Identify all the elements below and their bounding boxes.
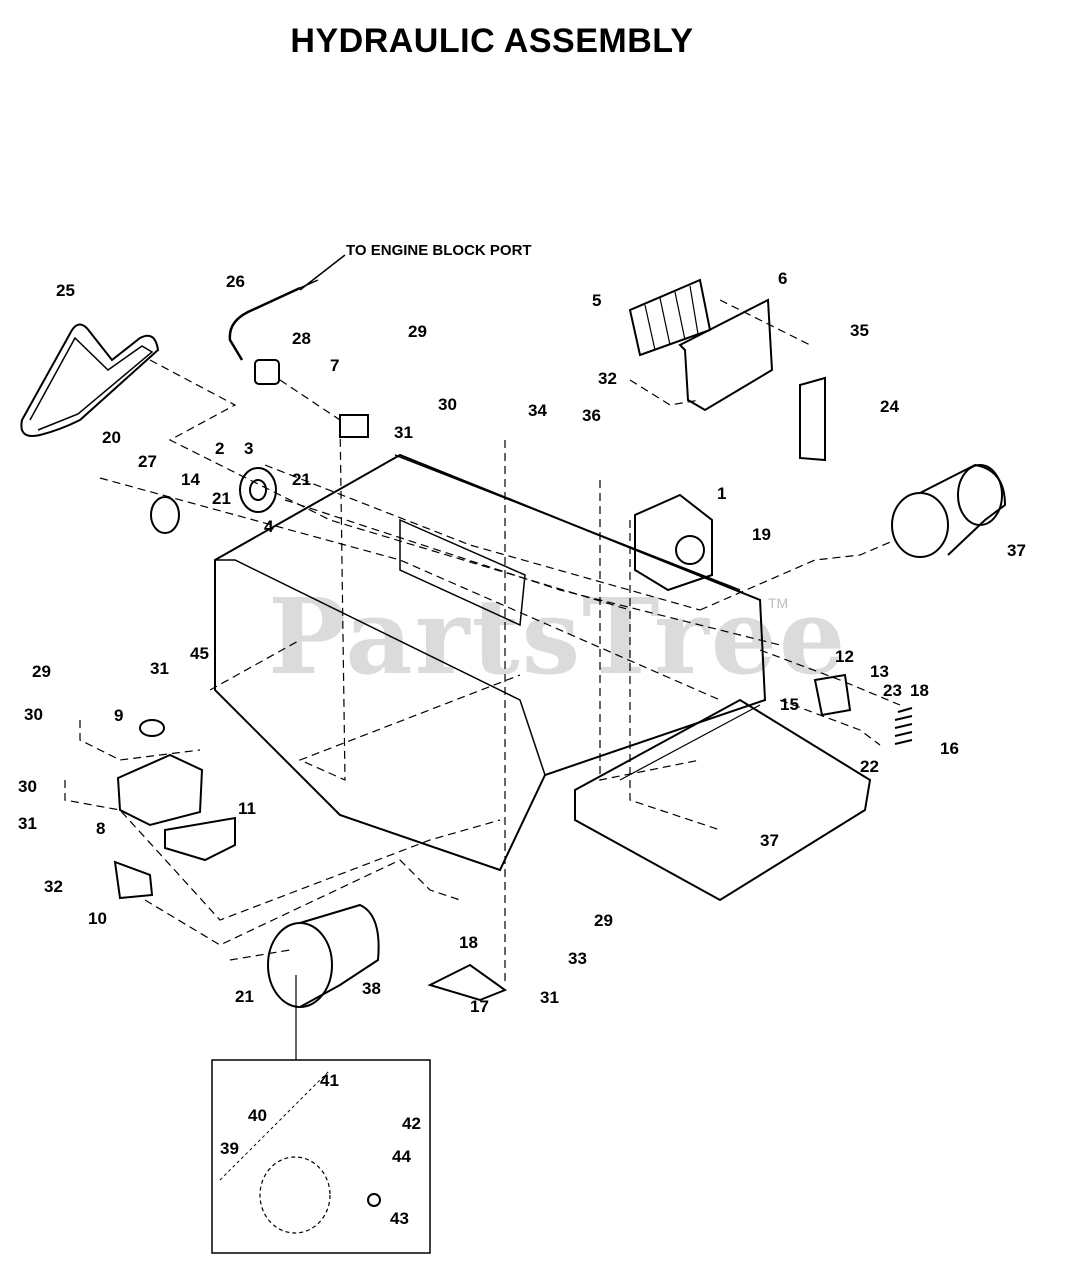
callout-label: 32	[598, 369, 617, 388]
tank-part-8	[116, 753, 204, 827]
bracket-part-17	[427, 963, 508, 1002]
callout-label: 29	[408, 322, 427, 341]
spring-part-16	[894, 707, 913, 745]
belt-part-25	[20, 323, 160, 437]
hub-part-40	[259, 1156, 331, 1234]
callout-label: 5	[592, 291, 602, 310]
callout-label: 27	[138, 452, 157, 471]
callout-label: 3	[244, 439, 254, 458]
callout-label: 19	[752, 525, 771, 544]
callout-label: 42	[402, 1114, 421, 1133]
frame-rail-right	[574, 698, 872, 902]
callout-label: 18	[910, 681, 929, 700]
callout-label: 31	[150, 659, 169, 678]
callout-label: 17	[470, 997, 489, 1016]
callout-label: 37	[760, 831, 779, 850]
callout-label: 11	[238, 799, 256, 818]
motor-part-37	[891, 492, 949, 558]
callout-label: 2	[215, 439, 225, 458]
callout-label: 34	[528, 401, 547, 420]
callout-label: 8	[96, 819, 106, 838]
callout-label: 30	[24, 705, 43, 724]
valve-part-12	[813, 673, 852, 717]
callout-label: 4	[264, 517, 274, 536]
bracket-part-11	[164, 816, 236, 862]
callout-label: 1	[717, 484, 727, 503]
callout-label: 14	[181, 470, 200, 489]
callout-label: 37	[1007, 541, 1026, 560]
callout-label: 31	[394, 423, 413, 442]
callout-label: 9	[114, 706, 124, 725]
callout-label: 21	[292, 470, 311, 489]
callout-label: 18	[459, 933, 478, 952]
callout-label: 25	[56, 281, 75, 300]
callout-label: 20	[102, 428, 121, 447]
callout-label: 40	[248, 1106, 267, 1125]
nut-part-43	[367, 1193, 381, 1207]
callout-label: 30	[18, 777, 37, 796]
callout-label: 16	[940, 739, 959, 758]
callout-label: 22	[860, 757, 879, 776]
pump-part-1	[634, 493, 713, 592]
callout-label: 31	[18, 814, 37, 833]
page-title: HYDRAULIC ASSEMBLY	[290, 22, 694, 60]
callout-label: 28	[292, 329, 311, 348]
callout-label: 38	[362, 979, 381, 998]
callout-label: 33	[568, 949, 587, 968]
callout-label: 26	[226, 272, 245, 291]
callout-label: 6	[778, 269, 788, 288]
callout-label: 29	[594, 911, 613, 930]
callout-label: 12	[835, 647, 854, 666]
bracket-part-10	[113, 860, 154, 900]
watermark-tm: TM	[768, 595, 789, 611]
callout-label: 43	[390, 1209, 409, 1228]
callout-label: 41	[320, 1071, 339, 1090]
sensor-part-28	[254, 359, 280, 385]
callout-label: 10	[88, 909, 107, 928]
callout-label: 15	[780, 695, 799, 714]
bracket-part-24	[799, 376, 826, 462]
pulley-part-14	[150, 496, 180, 534]
callout-label: 31	[540, 988, 559, 1007]
bracket-part-7	[339, 414, 369, 438]
callout-label: 35	[850, 321, 869, 340]
callout-label: 13	[870, 662, 889, 681]
cap-part-9	[139, 719, 165, 737]
callout-label: 36	[582, 406, 601, 425]
frame-main	[214, 453, 767, 872]
callout-label: 24	[880, 397, 899, 416]
callout-label: 32	[44, 877, 63, 896]
callout-label: 21	[212, 489, 231, 508]
callout-label: 21	[235, 987, 254, 1006]
engine-port-note: TO ENGINE BLOCK PORT	[346, 242, 532, 259]
callout-label: 23	[883, 681, 902, 700]
callout-label: 29	[32, 662, 51, 681]
callout-label: 7	[330, 356, 340, 375]
callout-label: 45	[190, 644, 209, 663]
pulley-part-2	[239, 467, 277, 513]
inset-box	[211, 1059, 431, 1254]
hose-part-26	[228, 286, 301, 361]
callout-label: 30	[438, 395, 457, 414]
callout-label: 44	[392, 1147, 411, 1166]
bracket-part-6	[678, 298, 774, 412]
callout-label: 39	[220, 1139, 239, 1158]
